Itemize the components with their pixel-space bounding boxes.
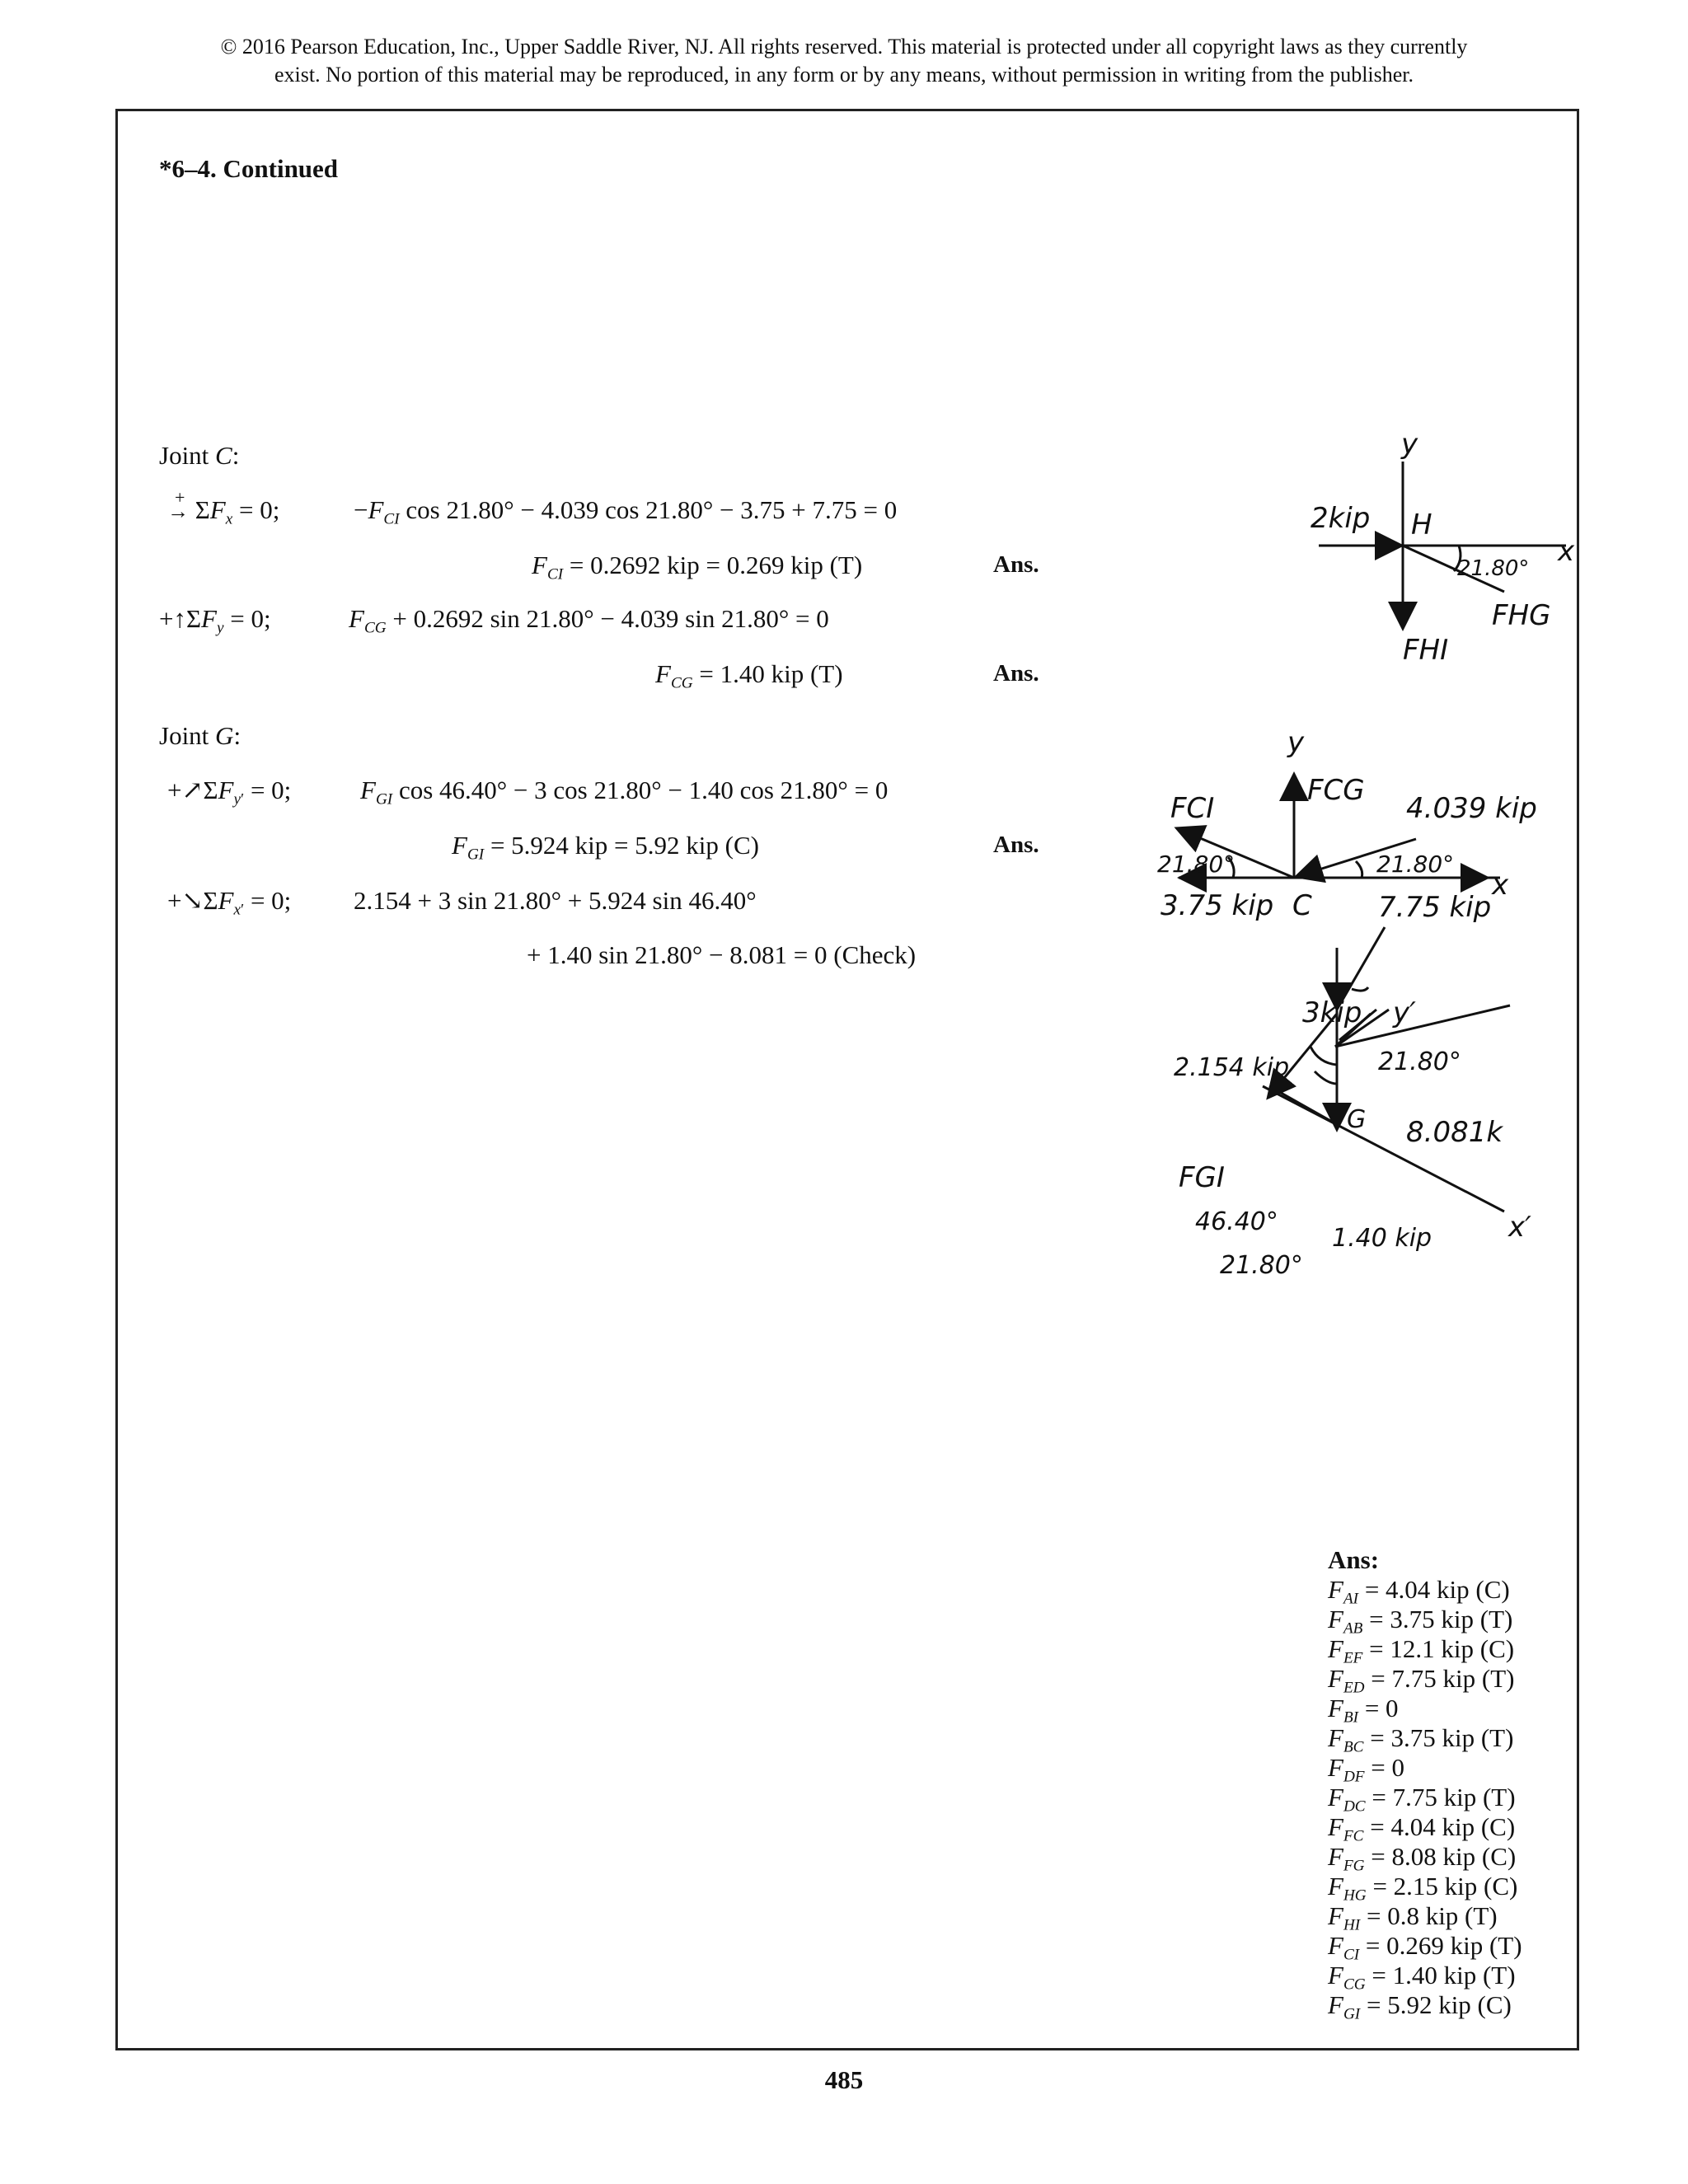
joint-g-result1: FGI = 5.924 kip = 5.92 kip (C) xyxy=(452,831,759,864)
c-angle-left-label: 21.80° xyxy=(1157,851,1235,878)
g-8081-ray xyxy=(1334,1004,1511,1048)
h-fhi-label: FHI xyxy=(1403,634,1448,667)
c-x-label: x xyxy=(1491,869,1509,902)
answer-item: FAI = 4.04 kip (C) xyxy=(1328,1575,1510,1608)
joint-c-diagram xyxy=(1174,771,1500,893)
joint-g-diagram xyxy=(1262,926,1511,1213)
answer-item: FED = 7.75 kip (T) xyxy=(1328,1664,1515,1697)
c-angle-right-label: 21.80° xyxy=(1376,851,1454,878)
joint-h-labels: y 2kip H 21.80° x FHG FHI xyxy=(1311,428,1575,667)
g-fgi-arrow xyxy=(1266,1013,1339,1100)
copyright-line-2: exist. No portion of this material may b… xyxy=(274,63,1414,87)
joint-c-labels: y FCG FCI 4.039 kip 21.80° 21.80° x 3.75… xyxy=(1157,726,1537,924)
g-xprime-axis xyxy=(1262,1085,1505,1213)
answer-list: FAI = 4.04 kip (C)FAB = 3.75 kip (T)FEF … xyxy=(1328,1575,1522,2023)
answer-item: FBC = 3.75 kip (T) xyxy=(1328,1723,1514,1756)
joint-g-eq1: FGI cos 46.40° − 3 cos 21.80° − 1.40 cos… xyxy=(360,776,889,808)
ans-marker: Ans. xyxy=(993,551,1039,578)
c-y-label: y xyxy=(1287,726,1305,759)
ans-marker: Ans. xyxy=(993,832,1039,858)
answer-summary-header: Ans: xyxy=(1328,1545,1380,1574)
answer-item: FDF = 0 xyxy=(1328,1753,1405,1786)
joint-g-sum-fy-label: +↗ΣFy′ = 0; xyxy=(167,776,292,808)
answer-item: FFC = 4.04 kip (C) xyxy=(1328,1812,1516,1845)
joint-c-eq2: FCG + 0.2692 sin 21.80° − 4.039 sin 21.8… xyxy=(349,604,829,637)
c-fci-label: FCI xyxy=(1170,792,1214,825)
joint-c-sum-fx-label: →+ ΣFx = 0; xyxy=(167,487,280,528)
answer-item: FHI = 0.8 kip (T) xyxy=(1328,1901,1498,1934)
joint-c-result2: FCG = 1.40 kip (T) xyxy=(655,659,843,692)
joint-c-eq1: −FCI cos 21.80° − 4.039 cos 21.80° − 3.7… xyxy=(354,495,898,528)
g-fgi-label: FGI xyxy=(1179,1161,1225,1194)
joint-g-title: Joint G: xyxy=(159,721,241,750)
answer-item: FHG = 2.15 kip (C) xyxy=(1328,1872,1518,1905)
g-8081-label: 8.081k xyxy=(1406,1116,1503,1149)
joint-c-sum-fy-label: +↑ΣFy = 0; xyxy=(159,604,271,637)
answer-item: FEF = 12.1 kip (C) xyxy=(1328,1634,1515,1667)
g-2154-line xyxy=(1268,1085,1334,1124)
answer-item: FBI = 0 xyxy=(1328,1694,1399,1727)
answer-item: FDC = 7.75 kip (T) xyxy=(1328,1783,1516,1816)
joint-h-diagram xyxy=(1319,462,1566,631)
h-y-label: y xyxy=(1400,428,1418,461)
g-8081-arrow xyxy=(1334,1012,1372,1048)
answer-item: FCI = 0.269 kip (T) xyxy=(1328,1931,1522,1964)
g-angle3-label: 21.80° xyxy=(1220,1251,1303,1280)
c-fci-arrow xyxy=(1174,825,1295,879)
joint-g-sum-fx-label: +↘ΣFx′ = 0; xyxy=(167,886,292,919)
answer-item: FFG = 8.08 kip (C) xyxy=(1328,1842,1517,1875)
joint-c-result1: FCI = 0.2692 kip = 0.269 kip (T) xyxy=(532,551,863,583)
answer-summary: Ans: FAI = 4.04 kip (C)FAB = 3.75 kip (T… xyxy=(1328,1545,1522,2023)
page-number: 485 xyxy=(824,2065,864,2094)
c-fcg-label: FCG xyxy=(1307,774,1365,807)
h-fhg-label: FHG xyxy=(1492,599,1550,632)
answer-item: FGI = 5.92 kip (C) xyxy=(1328,1990,1512,2023)
g-node-label: G xyxy=(1347,1105,1366,1134)
joint-c-title: Joint C: xyxy=(159,441,240,470)
problem-label: *6–4. Continued xyxy=(159,154,339,183)
joint-g-eq2-continued: + 1.40 sin 21.80° − 8.081 = 0 (Check) xyxy=(527,940,917,969)
g-angle2-label: 46.40° xyxy=(1195,1207,1278,1236)
h-angle-arc xyxy=(1452,545,1462,573)
g-140-label: 1.40 kip xyxy=(1332,1224,1432,1253)
c-375-label: 3.75 kip xyxy=(1160,889,1273,922)
g-angle-arc-2 xyxy=(1313,1070,1338,1085)
g-3kip-label: 3kip xyxy=(1302,996,1362,1029)
g-angle-arc-3 xyxy=(1351,987,1370,992)
answer-item: FAB = 3.75 kip (T) xyxy=(1328,1605,1513,1638)
c-angle-arc-right xyxy=(1354,860,1364,879)
g-angle1-label: 21.80° xyxy=(1378,1047,1461,1076)
c-775-label: 7.75 kip xyxy=(1378,891,1491,924)
g-xprime-label: x′ xyxy=(1507,1211,1531,1244)
h-node-label: H xyxy=(1411,509,1432,541)
c-4039-arrow xyxy=(1293,837,1417,883)
answer-item: FCG = 1.40 kip (T) xyxy=(1328,1961,1516,1994)
c-angle-arc-left xyxy=(1226,856,1236,879)
h-load-label: 2kip xyxy=(1311,502,1370,535)
solution-frame: *6–4. Continued Joint C: →+ ΣFx = 0; −FC… xyxy=(115,109,1579,2050)
copyright-notice: © 2016 Pearson Education, Inc., Upper Sa… xyxy=(0,33,1688,89)
h-fhg-member xyxy=(1402,544,1505,593)
g-2154-label: 2.154 kip xyxy=(1174,1053,1289,1082)
g-yprime-label: y′ xyxy=(1392,996,1416,1029)
c-node-label: C xyxy=(1292,889,1312,922)
ans-marker: Ans. xyxy=(993,660,1039,687)
g-x-axis-back xyxy=(1334,1008,1390,1048)
joint-g-eq2: 2.154 + 3 sin 21.80° + 5.924 sin 46.40° xyxy=(354,886,757,915)
g-angle-arc-1 xyxy=(1309,1046,1338,1066)
copyright-line-1: © 2016 Pearson Education, Inc., Upper Sa… xyxy=(220,35,1468,59)
h-angle-label: 21.80° xyxy=(1457,556,1529,581)
joint-g-labels: 3kip y′ 2.154 kip 21.80° G 8.081k FGI 46… xyxy=(1174,996,1531,1280)
h-x-label: x xyxy=(1557,535,1575,568)
c-4039-label: 4.039 kip xyxy=(1406,792,1537,825)
